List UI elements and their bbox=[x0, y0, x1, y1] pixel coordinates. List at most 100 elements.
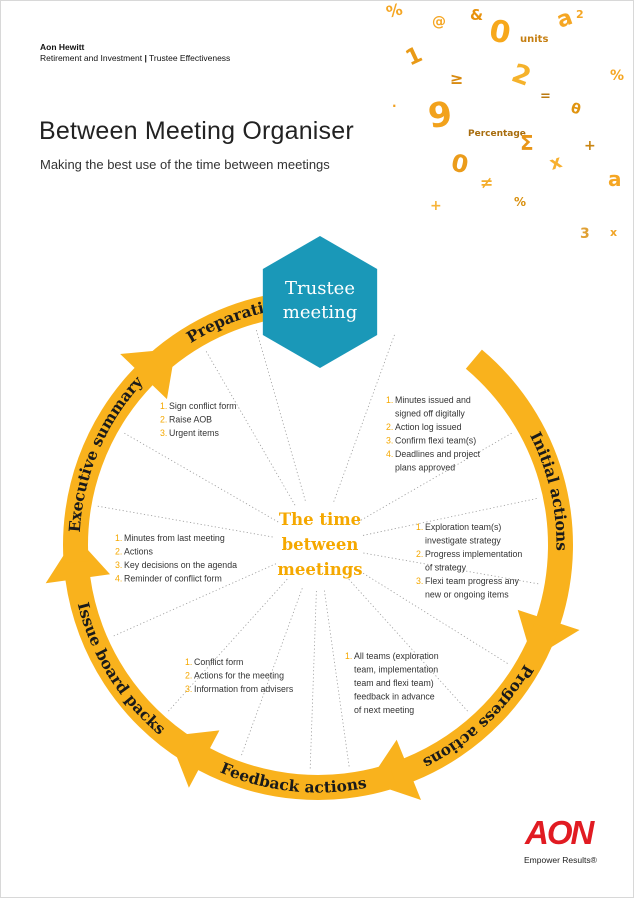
svg-text:1: 1 bbox=[402, 42, 426, 71]
hub-label-line-1: The time bbox=[279, 510, 361, 529]
svg-text:9: 9 bbox=[426, 94, 455, 137]
decorative-number-cloud: % @ & 0 units a 2 % 1 ≥ 2 = θ · 9 Percen… bbox=[384, 0, 624, 242]
item-number-initial-actions-3: 2. bbox=[386, 422, 393, 432]
item-number-executive-summary-3: 3. bbox=[115, 560, 122, 570]
dotted-spoke-7 bbox=[324, 590, 350, 769]
item-text-initial-actions-5: Deadlines and project bbox=[395, 449, 481, 459]
dotted-spoke-3 bbox=[362, 497, 540, 536]
item-number-progress-actions-5: 3. bbox=[416, 576, 423, 586]
item-text-issue-board-packs-3: Information from advisers bbox=[194, 684, 294, 694]
item-number-progress-actions-3: 2. bbox=[416, 549, 423, 559]
item-text-initial-actions-3: Action log issued bbox=[395, 422, 462, 432]
brand-division: Retirement and Investment | Trustee Effe… bbox=[40, 53, 230, 63]
arrow-issue-board-packs bbox=[45, 536, 197, 762]
hexagon-label-line-1: Trustee bbox=[285, 278, 355, 299]
item-number-executive-summary-4: 4. bbox=[115, 574, 122, 584]
svg-text:θ: θ bbox=[569, 100, 583, 118]
item-number-executive-summary-2: 2. bbox=[115, 547, 122, 557]
svg-text:x: x bbox=[610, 226, 617, 239]
item-text-initial-actions-1: Minutes issued and bbox=[395, 395, 471, 405]
item-text-progress-actions-3: Progress implementation bbox=[425, 549, 522, 559]
dotted-spoke-11 bbox=[111, 563, 277, 638]
dotted-spoke-10 bbox=[166, 578, 288, 714]
item-text-feedback-actions-2: team, implementation bbox=[354, 665, 438, 675]
item-text-feedback-actions-1: All teams (exploration bbox=[354, 651, 439, 661]
svg-text:2: 2 bbox=[508, 58, 535, 92]
svg-text:3: 3 bbox=[580, 226, 590, 242]
dotted-spoke-13 bbox=[122, 431, 279, 523]
dotted-spoke-2 bbox=[357, 431, 514, 523]
brand-company: Aon Hewitt bbox=[40, 42, 85, 52]
item-text-initial-actions-6: plans approved bbox=[395, 463, 455, 473]
svg-text:units: units bbox=[520, 34, 548, 45]
division-separator: | bbox=[144, 53, 147, 63]
item-number-preparation-1: 1. bbox=[160, 401, 167, 411]
svg-text:Σ: Σ bbox=[520, 131, 534, 155]
hexagon-label-line-2: meeting bbox=[283, 302, 357, 323]
item-number-issue-board-packs-1: 1. bbox=[185, 657, 192, 667]
trustee-meeting-hexagon bbox=[262, 236, 378, 368]
item-text-executive-summary-4: Reminder of conflict form bbox=[124, 574, 222, 584]
svg-text:@: @ bbox=[432, 14, 446, 30]
logo-tagline: Empower Results® bbox=[524, 855, 597, 865]
svg-text:x: x bbox=[547, 151, 565, 175]
aon-logo: AON bbox=[525, 814, 594, 851]
item-text-preparation-3: Urgent items bbox=[169, 428, 219, 438]
svg-text:a: a bbox=[554, 5, 577, 34]
svg-text:+: + bbox=[430, 198, 442, 214]
item-text-feedback-actions-5: of next meeting bbox=[354, 705, 414, 715]
hub-label-line-2: between bbox=[282, 535, 359, 554]
item-number-executive-summary-1: 1. bbox=[115, 533, 122, 543]
dotted-spoke-14 bbox=[204, 349, 296, 506]
item-text-progress-actions-4: of strategy bbox=[425, 563, 467, 573]
svg-text:%: % bbox=[610, 68, 624, 84]
svg-text:Percentage: Percentage bbox=[468, 129, 526, 139]
dotted-spoke-6 bbox=[348, 578, 470, 714]
item-text-executive-summary-3: Key decisions on the agenda bbox=[124, 560, 237, 570]
item-text-feedback-actions-3: team and flexi team) bbox=[354, 678, 434, 688]
item-text-progress-actions-5: Flexi team progress any bbox=[425, 576, 519, 586]
svg-text:%: % bbox=[514, 195, 526, 209]
page-subtitle: Making the best use of the time between … bbox=[40, 157, 330, 172]
item-text-progress-actions-6: new or ongoing items bbox=[425, 590, 509, 600]
item-text-preparation-1: Sign conflict form bbox=[169, 401, 236, 411]
item-number-initial-actions-4: 3. bbox=[386, 436, 393, 446]
svg-text:+: + bbox=[584, 138, 596, 154]
dotted-spoke-8 bbox=[309, 590, 317, 771]
svg-text:0: 0 bbox=[487, 13, 514, 51]
dotted-spoke-9 bbox=[240, 588, 303, 758]
division-text: Retirement and Investment bbox=[40, 53, 143, 63]
svg-text:0: 0 bbox=[449, 148, 471, 179]
svg-text:≠: ≠ bbox=[480, 173, 493, 192]
item-text-feedback-actions-4: feedback in advance bbox=[354, 692, 435, 702]
stage-label-progress-actions: Progress actions bbox=[420, 662, 538, 774]
arrow-progress-actions bbox=[368, 623, 558, 800]
item-text-executive-summary-2: Actions bbox=[124, 547, 153, 557]
svg-text:≥: ≥ bbox=[450, 69, 463, 88]
item-number-preparation-3: 3. bbox=[160, 428, 167, 438]
svg-text:=: = bbox=[540, 89, 551, 104]
item-text-progress-actions-2: investigate strategy bbox=[425, 536, 501, 546]
svg-text:·: · bbox=[392, 99, 397, 113]
hub-label-line-3: meetings bbox=[277, 560, 362, 579]
dotted-spoke-12 bbox=[95, 505, 273, 538]
item-number-preparation-2: 2. bbox=[160, 415, 167, 425]
dotted-spoke-1 bbox=[333, 332, 396, 502]
svg-text:%: % bbox=[384, 0, 404, 22]
item-number-feedback-actions-1: 1. bbox=[345, 651, 352, 661]
svg-text:2: 2 bbox=[576, 8, 584, 21]
dotted-spoke-4 bbox=[363, 552, 541, 585]
item-number-issue-board-packs-3: 3. bbox=[185, 684, 192, 694]
page-title: Between Meeting Organiser bbox=[39, 117, 354, 145]
svg-text:&: & bbox=[470, 6, 483, 24]
item-text-initial-actions-4: Confirm flexi team(s) bbox=[395, 436, 476, 446]
svg-text:a: a bbox=[608, 167, 622, 191]
item-number-initial-actions-5: 4. bbox=[386, 449, 393, 459]
item-text-preparation-2: Raise AOB bbox=[169, 415, 212, 425]
item-text-issue-board-packs-2: Actions for the meeting bbox=[194, 671, 284, 681]
item-number-issue-board-packs-2: 2. bbox=[185, 671, 192, 681]
item-text-executive-summary-1: Minutes from last meeting bbox=[124, 533, 225, 543]
dotted-spoke-5 bbox=[356, 569, 510, 666]
department-text: Trustee Effectiveness bbox=[149, 53, 231, 63]
